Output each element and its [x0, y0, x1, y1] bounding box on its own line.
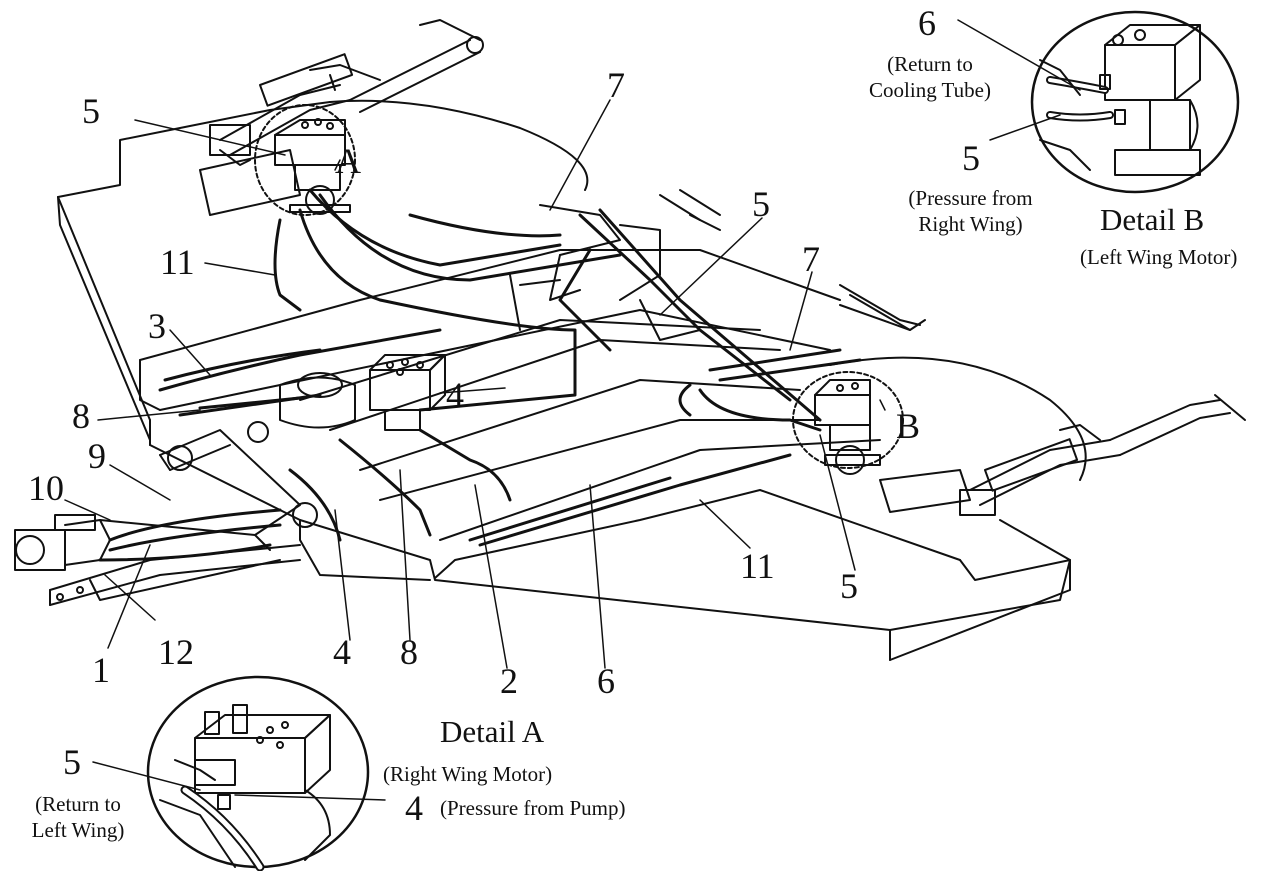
detail-b-callout-6: 6 [918, 3, 936, 43]
detail-a-subtitle: (Right Wing Motor) [383, 762, 553, 786]
detail-b-inset [1030, 10, 1240, 194]
callout-7-top: 7 [607, 65, 625, 105]
detail-b-note-5: (Pressure from Right Wing) [878, 186, 1063, 237]
detail-b-note-6-line2: Cooling Tube) [869, 77, 991, 102]
marker-a-circle [254, 104, 356, 216]
detail-b-note-5-line1: (Pressure from [908, 186, 1033, 210]
detail-a-callout-4: 4 [405, 788, 423, 828]
detail-b-note-6-line1: (Return to [887, 52, 973, 76]
callout-10: 10 [28, 468, 64, 508]
hoses [98, 188, 862, 562]
callout-9: 9 [88, 436, 106, 476]
detail-a-note-5: (Return to Left Wing) [3, 792, 153, 843]
callout-5-top-left: 5 [82, 91, 100, 131]
callout-8-left: 8 [72, 396, 90, 436]
callout-12: 12 [158, 632, 194, 672]
detail-a-inset [146, 675, 370, 871]
callout-4-bottom: 4 [333, 632, 351, 672]
callout-1: 1 [92, 650, 110, 690]
detail-a-note-5-line1: (Return to [35, 792, 121, 816]
callout-4-center: 4 [446, 375, 464, 415]
callout-11-bottom: 11 [740, 546, 775, 586]
detail-a-note-5-line2: Left Wing) [31, 817, 125, 842]
detail-b-callout-5: 5 [962, 138, 980, 178]
marker-b-circle [792, 371, 904, 469]
marker-b: B [896, 406, 921, 446]
detail-b-note-6: (Return to Cooling Tube) [855, 52, 1005, 103]
detail-b-subtitle: (Left Wing Motor) [1080, 245, 1238, 269]
deck-outline [57, 99, 1087, 661]
callout-7-right: 7 [802, 239, 820, 279]
detail-a-note-4: (Pressure from Pump) [440, 796, 626, 820]
callout-5-center: 5 [752, 184, 770, 224]
detail-a-title: Detail A [440, 714, 545, 749]
right-wing-structure [199, 19, 484, 216]
callout-2: 2 [500, 661, 518, 701]
leader-lines [64, 19, 1081, 801]
left-wing-structure [509, 189, 1246, 516]
callout-8-bottom: 8 [400, 632, 418, 672]
detail-b-title: Detail B [1100, 202, 1205, 237]
callout-11-top: 11 [160, 242, 195, 282]
marker-a: A [335, 141, 361, 181]
callout-3: 3 [148, 306, 166, 346]
callout-6: 6 [597, 661, 615, 701]
callout-5-bottom-right: 5 [840, 566, 858, 606]
center-gearbox [14, 354, 446, 606]
detail-b-note-5-line2: Right Wing) [918, 211, 1023, 236]
detail-a-callout-5: 5 [63, 742, 81, 782]
